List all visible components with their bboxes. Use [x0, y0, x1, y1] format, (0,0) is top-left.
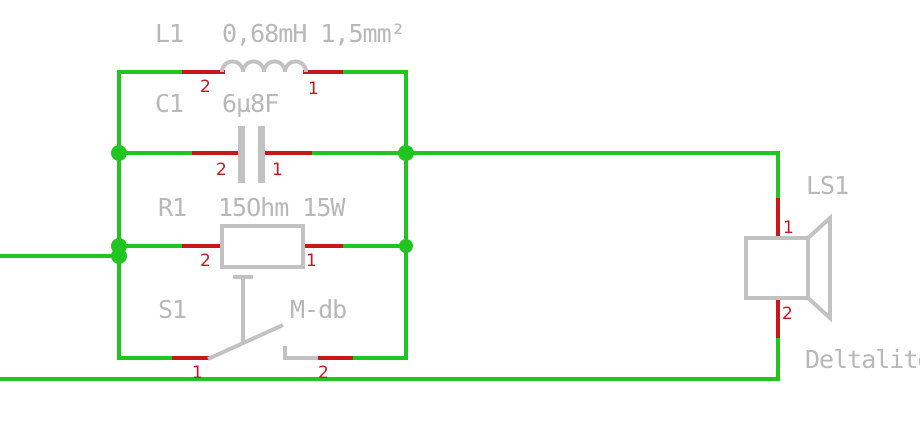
resistor-icon — [220, 224, 305, 269]
r1-value: 15Ohm 15W — [218, 193, 346, 222]
speaker-ls1: LS1 Deltalite 1 2 — [744, 171, 920, 374]
junction-dot — [111, 248, 127, 264]
wires — [0, 70, 780, 381]
speaker-icon — [744, 213, 832, 323]
junction-dot — [399, 239, 413, 253]
ls1-pin-2-number: 2 — [782, 304, 793, 324]
c1-name: C1 — [155, 89, 183, 118]
resistor-r1: R1 15Ohm 15W 2 1 — [158, 193, 347, 271]
c1-pin-2-number: 2 — [216, 160, 227, 180]
capacitor-c1: C1 6µ8F 2 1 — [155, 89, 312, 183]
s1-name: S1 — [158, 295, 186, 324]
junctions — [111, 145, 414, 264]
ls1-pin-1-number: 1 — [783, 218, 794, 238]
l1-value: 0,68mH 1,5mm² — [222, 19, 405, 48]
s1-pin-1-number: 1 — [192, 363, 203, 383]
s1-value: M-db — [290, 295, 346, 324]
switch-s1: S1 M-db 1 2 — [158, 275, 353, 383]
r1-pin-2-number: 2 — [200, 251, 211, 271]
inductor-l1: L1 0,68mH 1,5mm² 2 1 — [155, 19, 406, 99]
switch-icon — [207, 275, 318, 361]
c1-pin-1-number: 1 — [272, 160, 283, 180]
junction-dot — [398, 145, 414, 161]
l1-name: L1 — [155, 19, 183, 48]
junction-dot — [111, 145, 127, 161]
capacitor-icon — [238, 126, 265, 183]
l1-pin-2-number: 2 — [200, 77, 211, 97]
c1-value: 6µ8F — [222, 89, 278, 118]
l1-pin-1-number: 1 — [308, 79, 319, 99]
r1-name: R1 — [158, 193, 186, 222]
s1-pin-2-number: 2 — [318, 363, 329, 383]
inductor-icon — [220, 59, 308, 73]
ls1-value: Deltalite — [805, 345, 920, 374]
r1-pin-1-number: 1 — [306, 251, 317, 271]
ls1-name: LS1 — [806, 171, 848, 200]
